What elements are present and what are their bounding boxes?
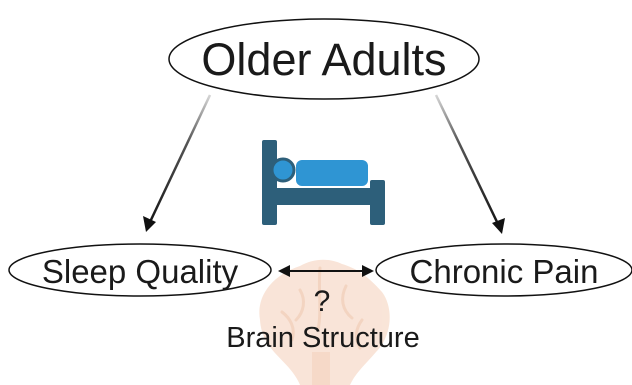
bed-with-person-icon bbox=[262, 140, 385, 225]
arrow-older-to-sleep bbox=[143, 94, 212, 232]
node-chronic-pain: Chronic Pain bbox=[375, 243, 632, 297]
brain-cross-section-icon bbox=[259, 259, 390, 385]
node-older-adults-label: Older Adults bbox=[201, 34, 446, 85]
node-older-adults: Older Adults bbox=[168, 18, 480, 100]
node-brain-structure-label: Brain Structure bbox=[226, 322, 419, 354]
question-mark: ? bbox=[314, 285, 331, 318]
bidirectional-arrow bbox=[278, 265, 374, 277]
node-sleep-quality: Sleep Quality bbox=[8, 243, 272, 297]
node-sleep-quality-label: Sleep Quality bbox=[42, 253, 239, 290]
node-chronic-pain-label: Chronic Pain bbox=[410, 253, 599, 290]
arrow-older-to-pain bbox=[434, 94, 505, 234]
